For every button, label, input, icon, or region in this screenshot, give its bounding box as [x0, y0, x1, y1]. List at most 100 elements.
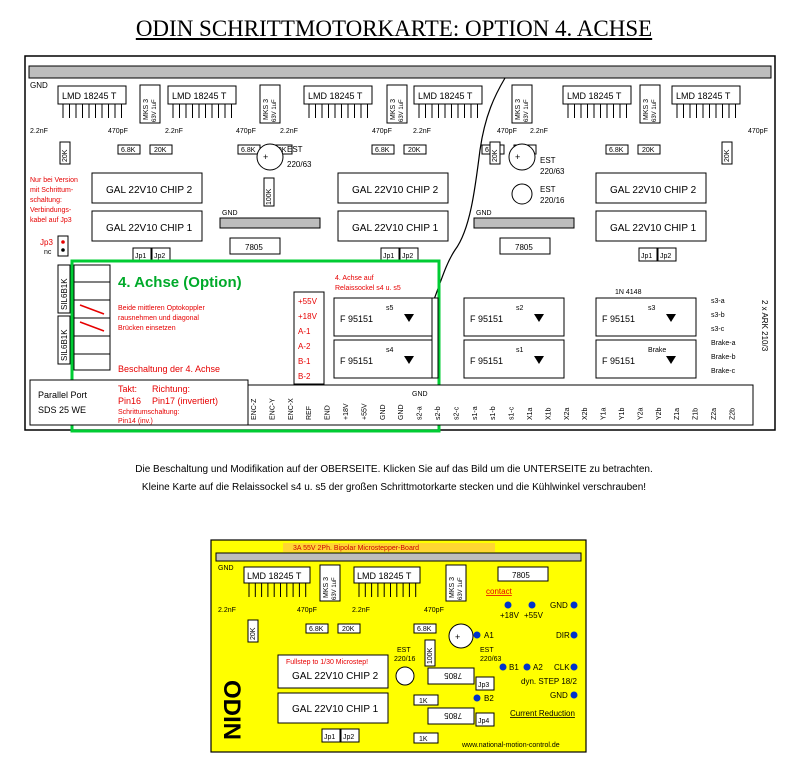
svg-text:EST: EST: [480, 647, 494, 654]
svg-text:4. Achse auf: 4. Achse auf: [335, 275, 374, 282]
svg-text:Brake-c: Brake-c: [711, 368, 736, 375]
svg-text:DIR: DIR: [556, 631, 570, 640]
svg-text:Relaissockel s4 u. s5: Relaissockel s4 u. s5: [335, 285, 401, 292]
odin-logo: ODIN: [218, 680, 245, 740]
driver-chip-label: LMD 18245 T: [308, 91, 363, 101]
terminal-label: Z2b: [729, 408, 736, 420]
svg-text:Beide mittleren Optokoppler: Beide mittleren Optokoppler: [118, 305, 205, 312]
page-title: ODIN SCHRITTMOTORKARTE: OPTION 4. ACHSE: [135, 16, 653, 41]
contact-label: contact: [486, 587, 513, 596]
svg-text:GAL 22V10 CHIP 1: GAL 22V10 CHIP 1: [106, 223, 193, 234]
svg-text:Brake: Brake: [648, 347, 666, 354]
board2-url: www.national-motion-control.de: [461, 742, 560, 749]
terminal-label: Y1a: [601, 407, 608, 420]
terminal-label: s2-c: [453, 406, 460, 420]
svg-text:Parallel Port: Parallel Port: [38, 390, 88, 400]
svg-text:MKS 3: MKS 3: [263, 99, 270, 120]
option-highlight-box: [70, 259, 441, 433]
svg-text:20K: 20K: [154, 147, 167, 154]
svg-text:MKS 3: MKS 3: [515, 99, 522, 120]
resistor-vertical: [489, 141, 501, 165]
mks-capacitor: [511, 84, 533, 124]
svg-text:20K: 20K: [342, 626, 355, 633]
svg-text:EST: EST: [540, 156, 556, 165]
terminal-label: ENC-X: [288, 398, 295, 420]
svg-text:Nur bei Version: Nur bei Version: [30, 177, 78, 184]
relay: [595, 339, 697, 379]
svg-text:EST: EST: [540, 185, 556, 194]
resistor-100k: [263, 177, 275, 207]
microstepper-board: 3A 55V 2Ph. Bipolar Microstepper-Board G…: [210, 539, 587, 753]
terminal-label: X1b: [545, 407, 552, 420]
r-100k-label: 100K: [266, 188, 273, 205]
svg-text:Takt:: Takt:: [118, 384, 137, 394]
svg-text:63V 1uF: 63V 1uF: [152, 99, 158, 122]
electrolytic-cap-left: + EST 220/63 100K: [256, 143, 312, 207]
terminal-label: X2a: [564, 407, 571, 420]
mks-capacitor: [139, 84, 161, 124]
svg-text:2.2nF: 2.2nF: [352, 607, 370, 614]
svg-text:470pF: 470pF: [497, 128, 517, 135]
svg-text:Jp4: Jp4: [478, 718, 489, 725]
svg-text:63V 1uF: 63V 1uF: [652, 99, 658, 122]
mks-capacitor: [639, 84, 661, 124]
svg-text:s3: s3: [648, 305, 656, 312]
svg-text:220/63: 220/63: [540, 167, 565, 176]
mks-capacitor: [386, 84, 408, 124]
resistor-6k8: [305, 623, 329, 634]
terminal-label: Z1a: [674, 408, 681, 420]
svg-text:63V 1uF: 63V 1uF: [458, 577, 464, 600]
svg-text:Pin17 (invertiert): Pin17 (invertiert): [152, 396, 218, 406]
svg-text:dyn. STEP 18/2: dyn. STEP 18/2: [521, 677, 577, 686]
terminal-label: Y2a: [637, 407, 644, 420]
svg-text:Jp1: Jp1: [324, 734, 335, 741]
terminal-label: Y2b: [656, 407, 663, 420]
svg-text:CLK: CLK: [554, 663, 570, 672]
svg-text:GND: GND: [222, 210, 238, 217]
svg-text:Jp2: Jp2: [154, 253, 165, 260]
svg-text:Jp3: Jp3: [478, 682, 489, 689]
svg-text:63V 1uF: 63V 1uF: [524, 99, 530, 122]
svg-text:Richtung:: Richtung:: [152, 384, 190, 394]
svg-text:Brake-a: Brake-a: [711, 340, 736, 347]
svg-text:63V 1uF: 63V 1uF: [332, 577, 338, 600]
terminal-label: s2-b: [435, 406, 442, 420]
svg-text:7805: 7805: [245, 243, 263, 252]
resistor-6k8: [371, 144, 395, 155]
terminal-label: REF: [306, 406, 313, 420]
gal-chips: GAL 22V10 CHIP 2 GAL 22V10 CHIP 1 GAL 22…: [91, 172, 707, 242]
svg-text:470pF: 470pF: [748, 128, 768, 135]
terminal-label: GND: [398, 404, 405, 420]
svg-text:Jp2: Jp2: [660, 253, 671, 260]
driver-chip: [303, 85, 373, 105]
svg-text:A-1: A-1: [298, 327, 311, 336]
svg-text:GAL 22V10 CHIP 2: GAL 22V10 CHIP 2: [352, 185, 439, 196]
svg-text:MKS 3: MKS 3: [143, 99, 150, 120]
resistor-20k: [149, 144, 173, 155]
driver-chip-label: LMD 18245 T: [676, 91, 731, 101]
svg-text:MKS 3: MKS 3: [390, 99, 397, 120]
svg-text:20K: 20K: [642, 147, 655, 154]
svg-text:SDS 25 WE: SDS 25 WE: [38, 405, 86, 415]
svg-text:s3-b: s3-b: [711, 312, 725, 319]
driver-chip-label: LMD 18245 T: [418, 91, 473, 101]
terminal-label: Z2a: [711, 408, 718, 420]
terminal-label: s1-a: [472, 406, 479, 420]
svg-text:MKS 3: MKS 3: [449, 577, 456, 598]
svg-text:A-2: A-2: [298, 342, 311, 351]
svg-text:220/16: 220/16: [540, 196, 565, 205]
svg-text:GAL 22V10 CHIP 2: GAL 22V10 CHIP 2: [610, 185, 697, 196]
svg-text:GAL 22V10 CHIP 2: GAL 22V10 CHIP 2: [292, 671, 379, 682]
svg-text:Jp3: Jp3: [40, 238, 53, 247]
electrolytic-cap-right: + EST 220/63 EST 220/16: [508, 143, 565, 205]
svg-text:20K: 20K: [250, 627, 257, 640]
svg-text:EST: EST: [397, 647, 411, 654]
terminal-label: s1-b: [490, 406, 497, 420]
ark-label: 2 x ARK 210/3: [760, 300, 769, 352]
option-title: 4. Achse (Option): [118, 274, 242, 291]
